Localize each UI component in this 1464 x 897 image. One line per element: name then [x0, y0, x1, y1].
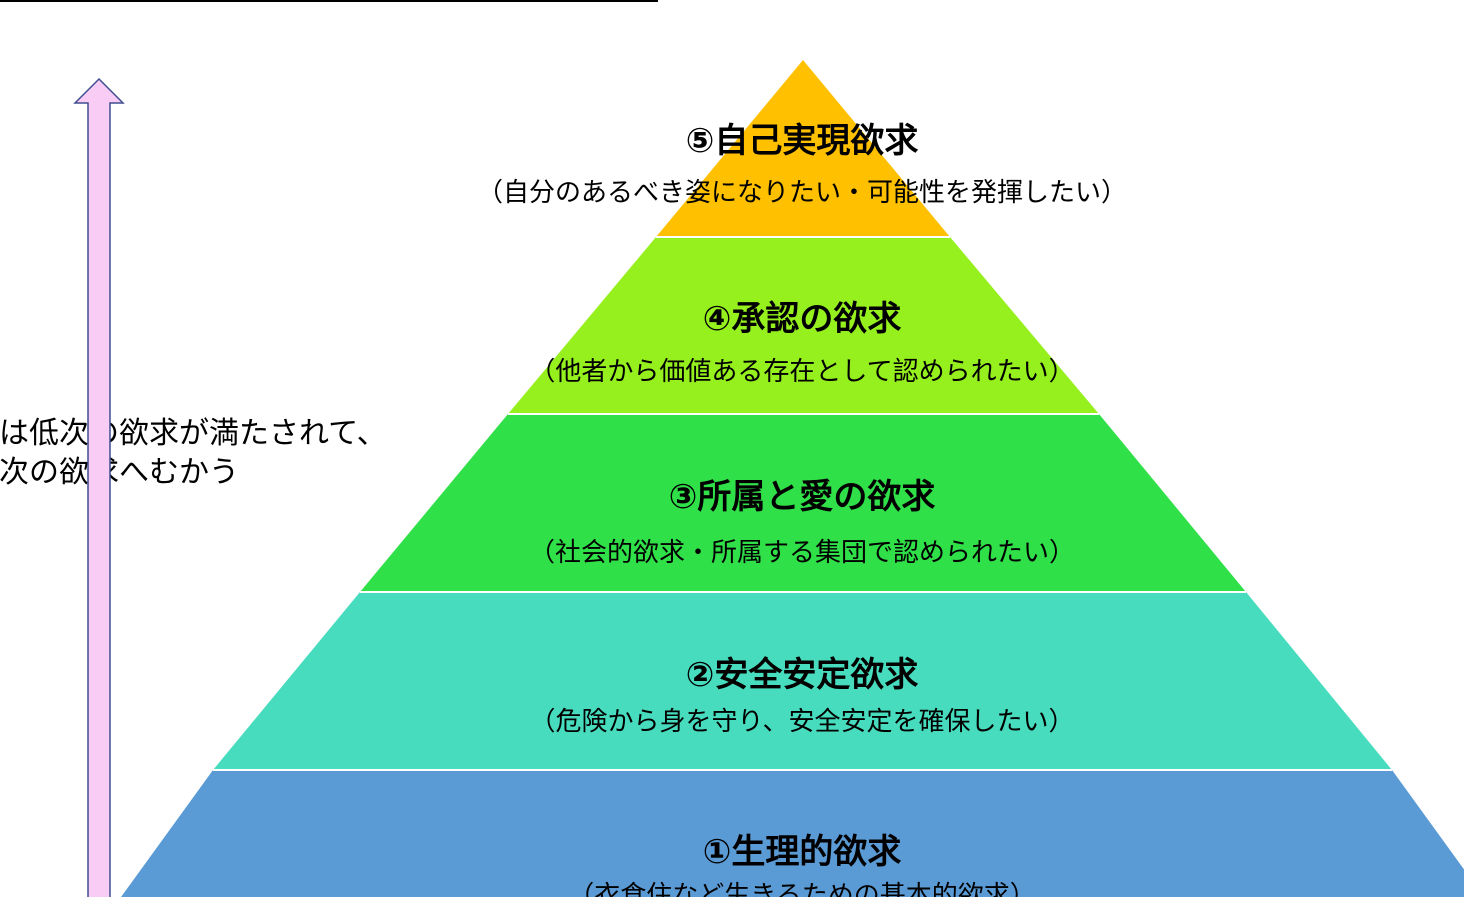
tier-4-band [508, 237, 1099, 414]
tier-5-band [656, 60, 950, 237]
tier-4-description: （他者から価値ある存在として認められたい） [529, 357, 1075, 387]
tier-1-description: （衣食住など生きるための基本的欲求） [568, 881, 1036, 897]
side-note-line-2: 次の欲求へむかう [0, 455, 239, 490]
top-divider-line [0, 0, 658, 2]
tier-separators [213, 236, 1392, 771]
tier-1-band [121, 770, 1464, 897]
tier-2-title: ②安全安定欲求 [685, 655, 919, 695]
arrow-shape [73, 77, 125, 897]
tier-5-title: ⑤自己実現欲求 [685, 121, 919, 161]
upward-arrow-icon [73, 77, 125, 897]
tier-3-title: ③所属と愛の欲求 [668, 477, 936, 517]
tier-5-description: （自分のあるべき姿になりたい・可能性を発揮したい） [476, 178, 1127, 208]
tier-1-title: ①生理的欲求 [702, 832, 902, 872]
tier-3-description: （社会的欲求・所属する集団で認められたい） [528, 538, 1075, 568]
side-note-line-1: は低次の欲求が満たされて、 [0, 416, 387, 451]
tier-4-title: ④承認の欲求 [702, 299, 902, 339]
side-note: は低次の欲求が満たされて、 次の欲求へむかう [0, 414, 387, 492]
tier-3-band [360, 414, 1246, 592]
tier-2-band [213, 592, 1392, 770]
tier-2-description: （危険から身を守り、安全安定を確保したい） [529, 707, 1075, 737]
